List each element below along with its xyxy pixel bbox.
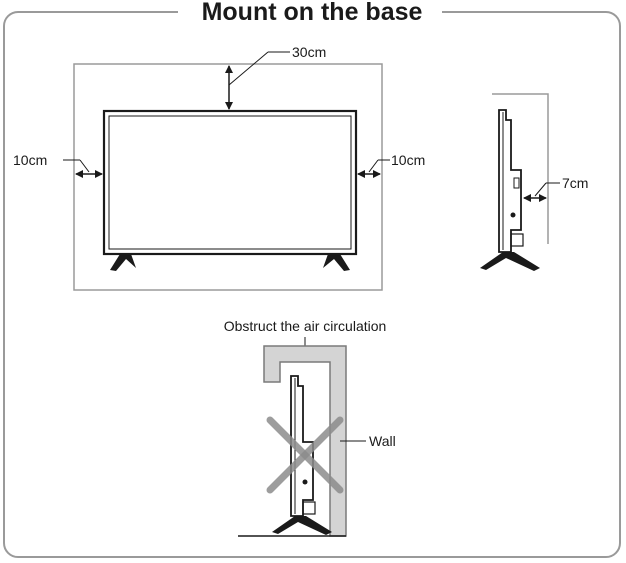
back-leader-line <box>534 182 547 197</box>
title-background <box>178 0 442 26</box>
front-view: 30cm 10cm 10cm <box>13 44 425 291</box>
clearance-zone <box>73 63 383 291</box>
back-clearance-label: 7cm <box>562 175 588 191</box>
top-leader-line <box>228 51 269 86</box>
top-clearance-label: 30cm <box>292 44 326 60</box>
wall-enclosure <box>263 345 347 537</box>
side-tv-panel <box>498 109 522 253</box>
tv-screen <box>108 115 352 250</box>
side-view: 7cm <box>480 93 588 271</box>
tv-bezel <box>102 109 358 256</box>
diagram-title: Mount on the base <box>202 0 423 26</box>
obstruction-caption: Obstruct the air circulation <box>224 318 387 334</box>
right-leader-line <box>368 159 379 173</box>
left-clearance-label: 10cm <box>13 152 47 168</box>
enclosed-tv-stand <box>272 516 332 535</box>
tv-foot-left <box>110 254 136 271</box>
tv-foot-right <box>323 254 350 271</box>
right-clearance-label: 10cm <box>391 152 425 168</box>
side-stand <box>480 252 540 271</box>
wall-label: Wall <box>369 433 396 449</box>
side-clearance-boundary <box>492 93 549 244</box>
incorrect-example: Obstruct the air circulation Wall <box>224 318 396 537</box>
